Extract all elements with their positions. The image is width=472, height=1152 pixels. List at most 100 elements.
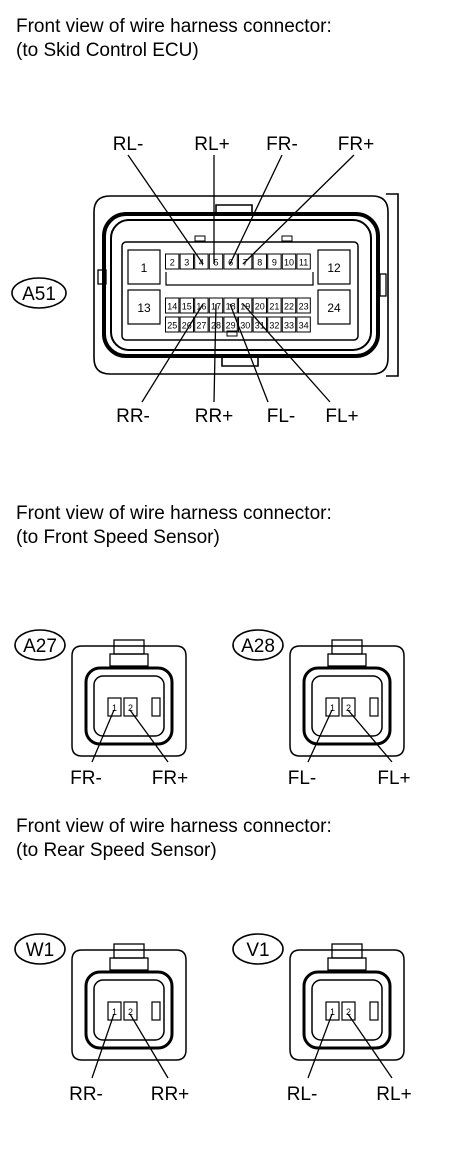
sensor-pin-number: 1 — [112, 703, 117, 713]
rear-sensor-heading-line2: (to Rear Speed Sensor) — [16, 840, 217, 861]
sensor-code: W1 — [26, 940, 55, 961]
sensor-top-lock — [331, 943, 363, 959]
sensor-leader-plus — [347, 709, 393, 763]
ecu-pin-cavity — [296, 297, 311, 314]
sensor-label-minus: RR- — [69, 1084, 103, 1105]
sensor-pin-number: 1 — [112, 1007, 117, 1017]
sensor-leader-minus — [91, 1013, 115, 1079]
sensor-pin-cavity — [325, 1001, 340, 1021]
sensor-leader-plus — [129, 709, 169, 763]
ecu-pin-number: 24 — [327, 301, 341, 315]
ecu-pin-number: 29 — [226, 321, 236, 331]
ecu-pin-number: 34 — [299, 321, 309, 331]
ecu-bottom-tab — [221, 356, 259, 367]
ecu-pin-cavity — [165, 297, 180, 314]
ecu-pin-cavity — [223, 297, 238, 314]
ecu-pin-number: 2 — [170, 258, 175, 268]
sensor-side-slot — [151, 697, 161, 717]
ecu-pin-cavity — [238, 253, 253, 270]
ecu-row-divider — [165, 272, 314, 286]
sensor-pin-cavity — [123, 697, 138, 717]
ecu-connector — [93, 193, 399, 377]
sensor-label-plus: RR+ — [151, 1084, 190, 1105]
ecu-pin-cavity — [165, 253, 180, 270]
ecu-pin-number: 8 — [257, 258, 262, 268]
sensor-pin-number: 1 — [330, 1007, 335, 1017]
label-fr-plus: FR+ — [338, 134, 374, 155]
sensor-code: V1 — [246, 940, 269, 961]
ecu-pin-cavity — [281, 316, 297, 333]
label-fr-minus: FR- — [266, 134, 298, 155]
sensor-label-minus: RL- — [287, 1084, 318, 1105]
leader-fr-plus — [242, 154, 355, 265]
ecu-pin-cavity — [194, 297, 209, 314]
ecu-pin-number: 5 — [213, 258, 218, 268]
ecu-pin-number: 13 — [137, 301, 151, 315]
sensor-side-slot — [151, 1001, 161, 1021]
ecu-pin-cavity — [179, 297, 195, 314]
sensor-inner — [311, 979, 383, 1041]
sensor-lock-bar — [327, 653, 367, 667]
leader-rr-minus — [141, 303, 204, 403]
ecu-code-badge — [11, 277, 67, 309]
sensor-inner — [311, 675, 383, 737]
ecu-code: A51 — [22, 284, 56, 305]
ecu-pin-cavity — [194, 253, 209, 270]
sensor-pin-number: 1 — [330, 703, 335, 713]
ecu-latch-tab — [379, 273, 387, 297]
ecu-pin-cavity — [194, 316, 209, 333]
ecu-side-latch — [386, 193, 399, 377]
ecu-guide-mark — [226, 330, 238, 337]
ecu-pin-number: 1 — [141, 261, 148, 275]
ecu-pin-cavity — [223, 253, 238, 270]
ecu-seal-inner — [110, 219, 372, 351]
sensor-inner — [93, 675, 165, 737]
ecu-heading-line2: (to Skid Control ECU) — [16, 40, 199, 61]
ecu-pin-cavity — [296, 253, 311, 270]
sensor-pin-cavity — [341, 1001, 356, 1021]
ecu-pin-number: 32 — [269, 321, 279, 331]
ecu-pin-cavity — [267, 316, 282, 333]
label-fl-plus: FL+ — [325, 406, 358, 427]
sensor-leader-minus — [91, 709, 115, 763]
sensor-pin-cavity — [107, 697, 122, 717]
ecu-pin-24 — [317, 289, 351, 325]
ecu-pin-number: 11 — [299, 258, 308, 268]
ecu-heading: Front view of wire harness connector: (t… — [16, 15, 332, 63]
ecu-pin-cavity — [252, 316, 268, 333]
sensor-housing — [289, 645, 405, 757]
sensor-code: A28 — [241, 636, 275, 657]
sensor-top-lock — [331, 639, 363, 655]
label-rr-minus: RR- — [116, 406, 150, 427]
sensor-leader-minus — [307, 1013, 333, 1079]
ecu-pin-number: 15 — [182, 302, 192, 312]
ecu-pin-cavity — [281, 253, 297, 270]
rear-sensor-heading-line1: Front view of wire harness connector: — [16, 816, 332, 837]
leader-fr-minus — [229, 154, 283, 265]
label-rl-minus: RL- — [113, 134, 144, 155]
rear-sensor-heading: Front view of wire harness connector: (t… — [16, 815, 332, 863]
ecu-pin-number: 10 — [284, 258, 294, 268]
front-sensor-heading-line2: (to Front Speed Sensor) — [16, 527, 220, 548]
ecu-pin-cavity — [238, 297, 253, 314]
label-fl-minus: FL- — [267, 406, 296, 427]
ecu-pin-number: 12 — [327, 261, 341, 275]
sensor-side-slot — [369, 697, 379, 717]
sensor-seal — [302, 970, 392, 1050]
sensor-inner — [93, 979, 165, 1041]
ecu-pin-cavity — [281, 297, 297, 314]
ecu-pin-cavity — [267, 253, 282, 270]
sensor-lock-bar — [109, 957, 149, 971]
sensor-label-minus: FR- — [70, 768, 102, 789]
ecu-pin-number: 31 — [255, 321, 265, 331]
ecu-pin-number: 25 — [167, 321, 177, 331]
ecu-pin-number: 26 — [182, 321, 192, 331]
sensor-housing — [71, 949, 187, 1061]
sensor-leader-plus — [347, 1013, 393, 1079]
ecu-guide-mark — [194, 235, 206, 242]
